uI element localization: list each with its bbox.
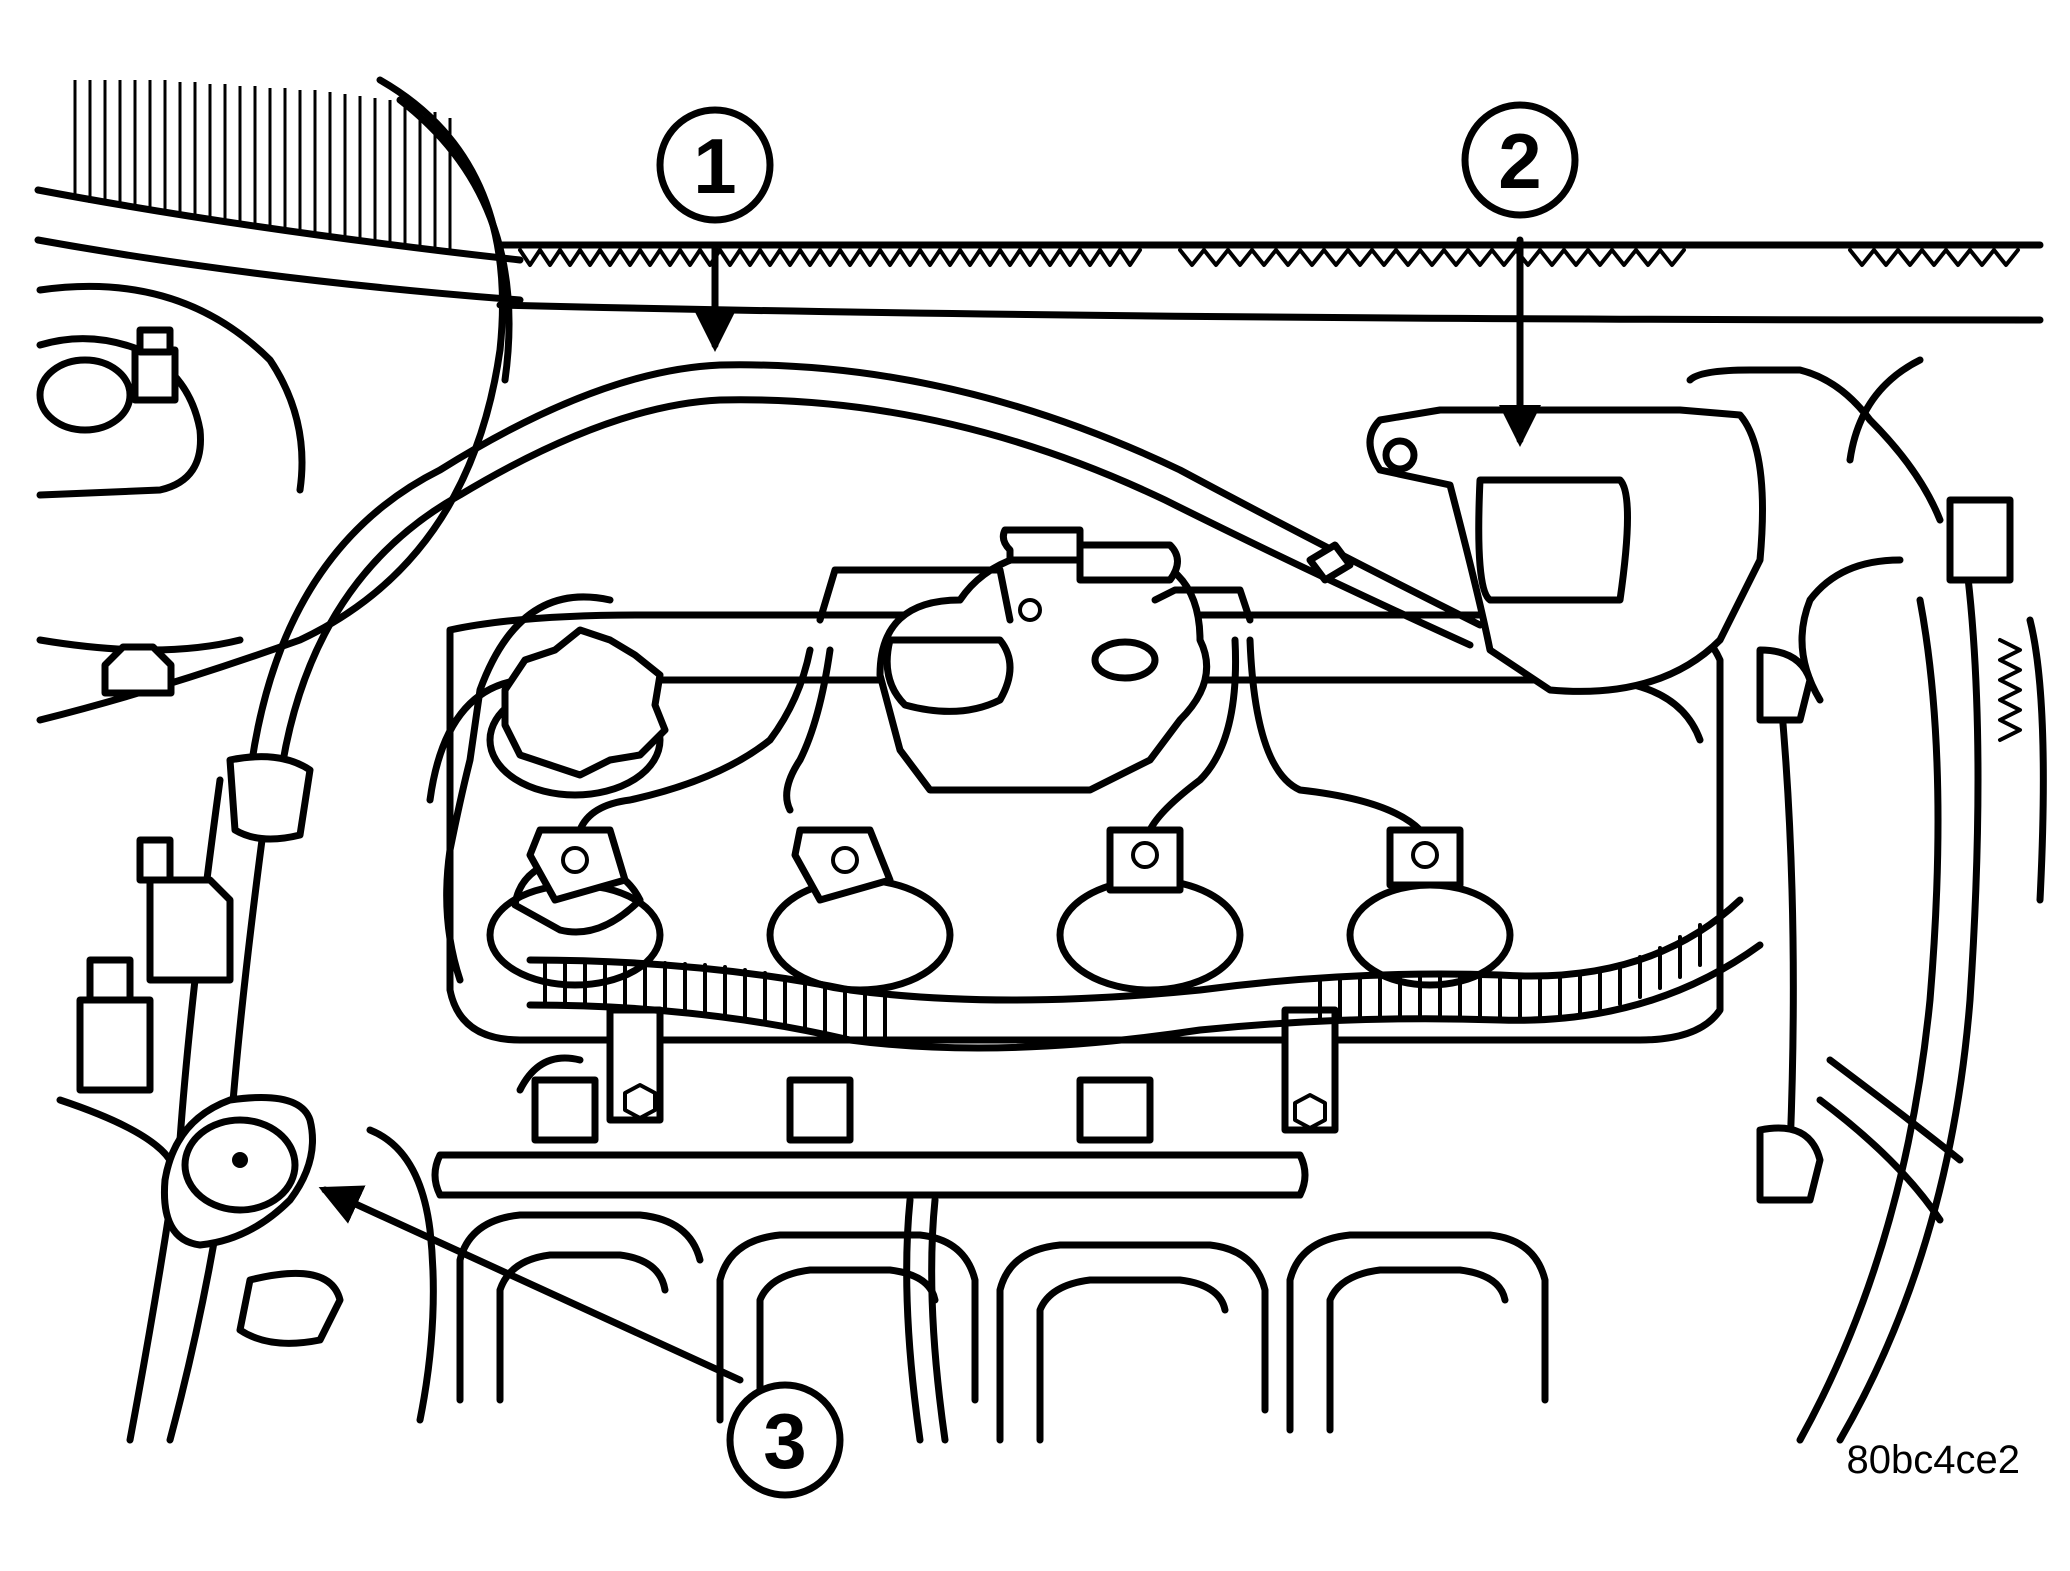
- oil-filler-cap: [486, 626, 669, 799]
- fuel-rail: [431, 1006, 1339, 1199]
- figure-id: 80bc4ce2: [1847, 1438, 2020, 1482]
- callout-1-number: 1: [693, 122, 736, 210]
- intake-manifold: [456, 1196, 1549, 1444]
- callout-3-number: 3: [763, 1397, 806, 1485]
- callout-3: 3: [318, 1185, 844, 1499]
- right-hoses: [1686, 356, 2047, 1444]
- timing-belt-cover: [496, 241, 2044, 324]
- radiator-cap: [160, 1094, 316, 1249]
- ignition-coil: [876, 526, 1211, 794]
- callout-1: 1: [656, 106, 774, 352]
- wiring-harness: [526, 896, 1764, 1052]
- left-hoses: [56, 753, 437, 1444]
- map-sensor: [1366, 406, 1766, 695]
- fuel-line: [241, 361, 1484, 834]
- callout-2: 2: [1461, 101, 1579, 447]
- spark-plug-boots: [443, 566, 1514, 994]
- callout-2-number: 2: [1498, 117, 1541, 205]
- fan-shroud: [34, 76, 524, 724]
- strut-tower: [36, 282, 306, 697]
